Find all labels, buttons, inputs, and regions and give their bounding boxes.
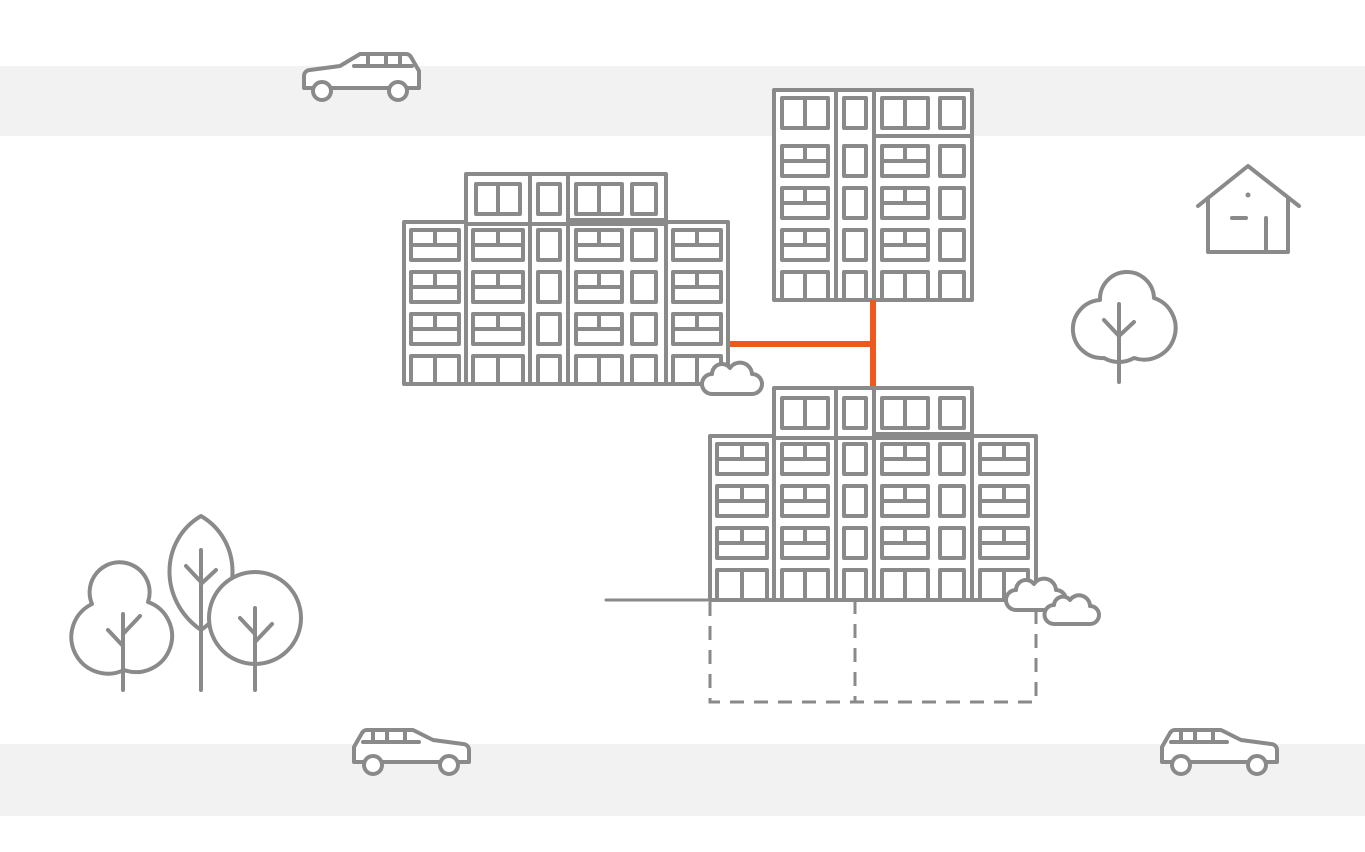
road-top [0,66,1365,136]
car-icon [1160,728,1279,776]
car-icon [352,728,471,776]
road-bottom [0,744,1365,816]
tree-icon [207,570,303,692]
tree-icon [1070,270,1178,384]
pipe-connection-icon [730,300,876,388]
cloud-icon [1042,593,1101,626]
tree-icon [69,560,175,692]
cloud-icon [700,360,764,396]
car-icon [302,52,421,102]
building-left [402,172,730,386]
underground-foundation [708,598,1038,704]
building-bottom [708,386,1038,602]
house-icon [1196,164,1301,254]
building-top [772,88,974,302]
